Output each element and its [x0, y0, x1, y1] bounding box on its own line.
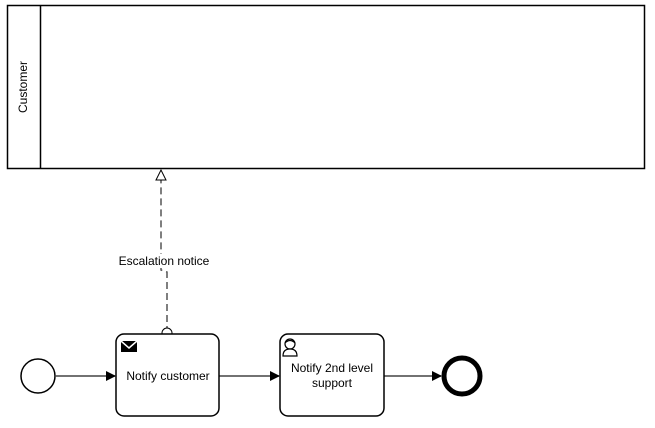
message-flow-escalation[interactable]: Escalation notice: [116, 168, 210, 339]
task-label-line-1: Notify 2nd level: [291, 361, 373, 375]
task-notify-2nd-level-support[interactable]: Notify 2nd level support: [279, 333, 385, 417]
user-icon: [282, 338, 298, 357]
pool-customer[interactable]: Customer: [6, 4, 646, 170]
start-event[interactable]: [20, 358, 56, 394]
task-label-line-2: support: [312, 376, 353, 390]
message-flow-label: Escalation notice: [119, 254, 210, 268]
task-label: Notify customer: [126, 369, 209, 383]
end-event[interactable]: [441, 355, 483, 397]
pool-label: Customer: [16, 61, 30, 113]
task-notify-customer[interactable]: Notify customer: [115, 333, 220, 417]
envelope-icon: [120, 340, 138, 352]
